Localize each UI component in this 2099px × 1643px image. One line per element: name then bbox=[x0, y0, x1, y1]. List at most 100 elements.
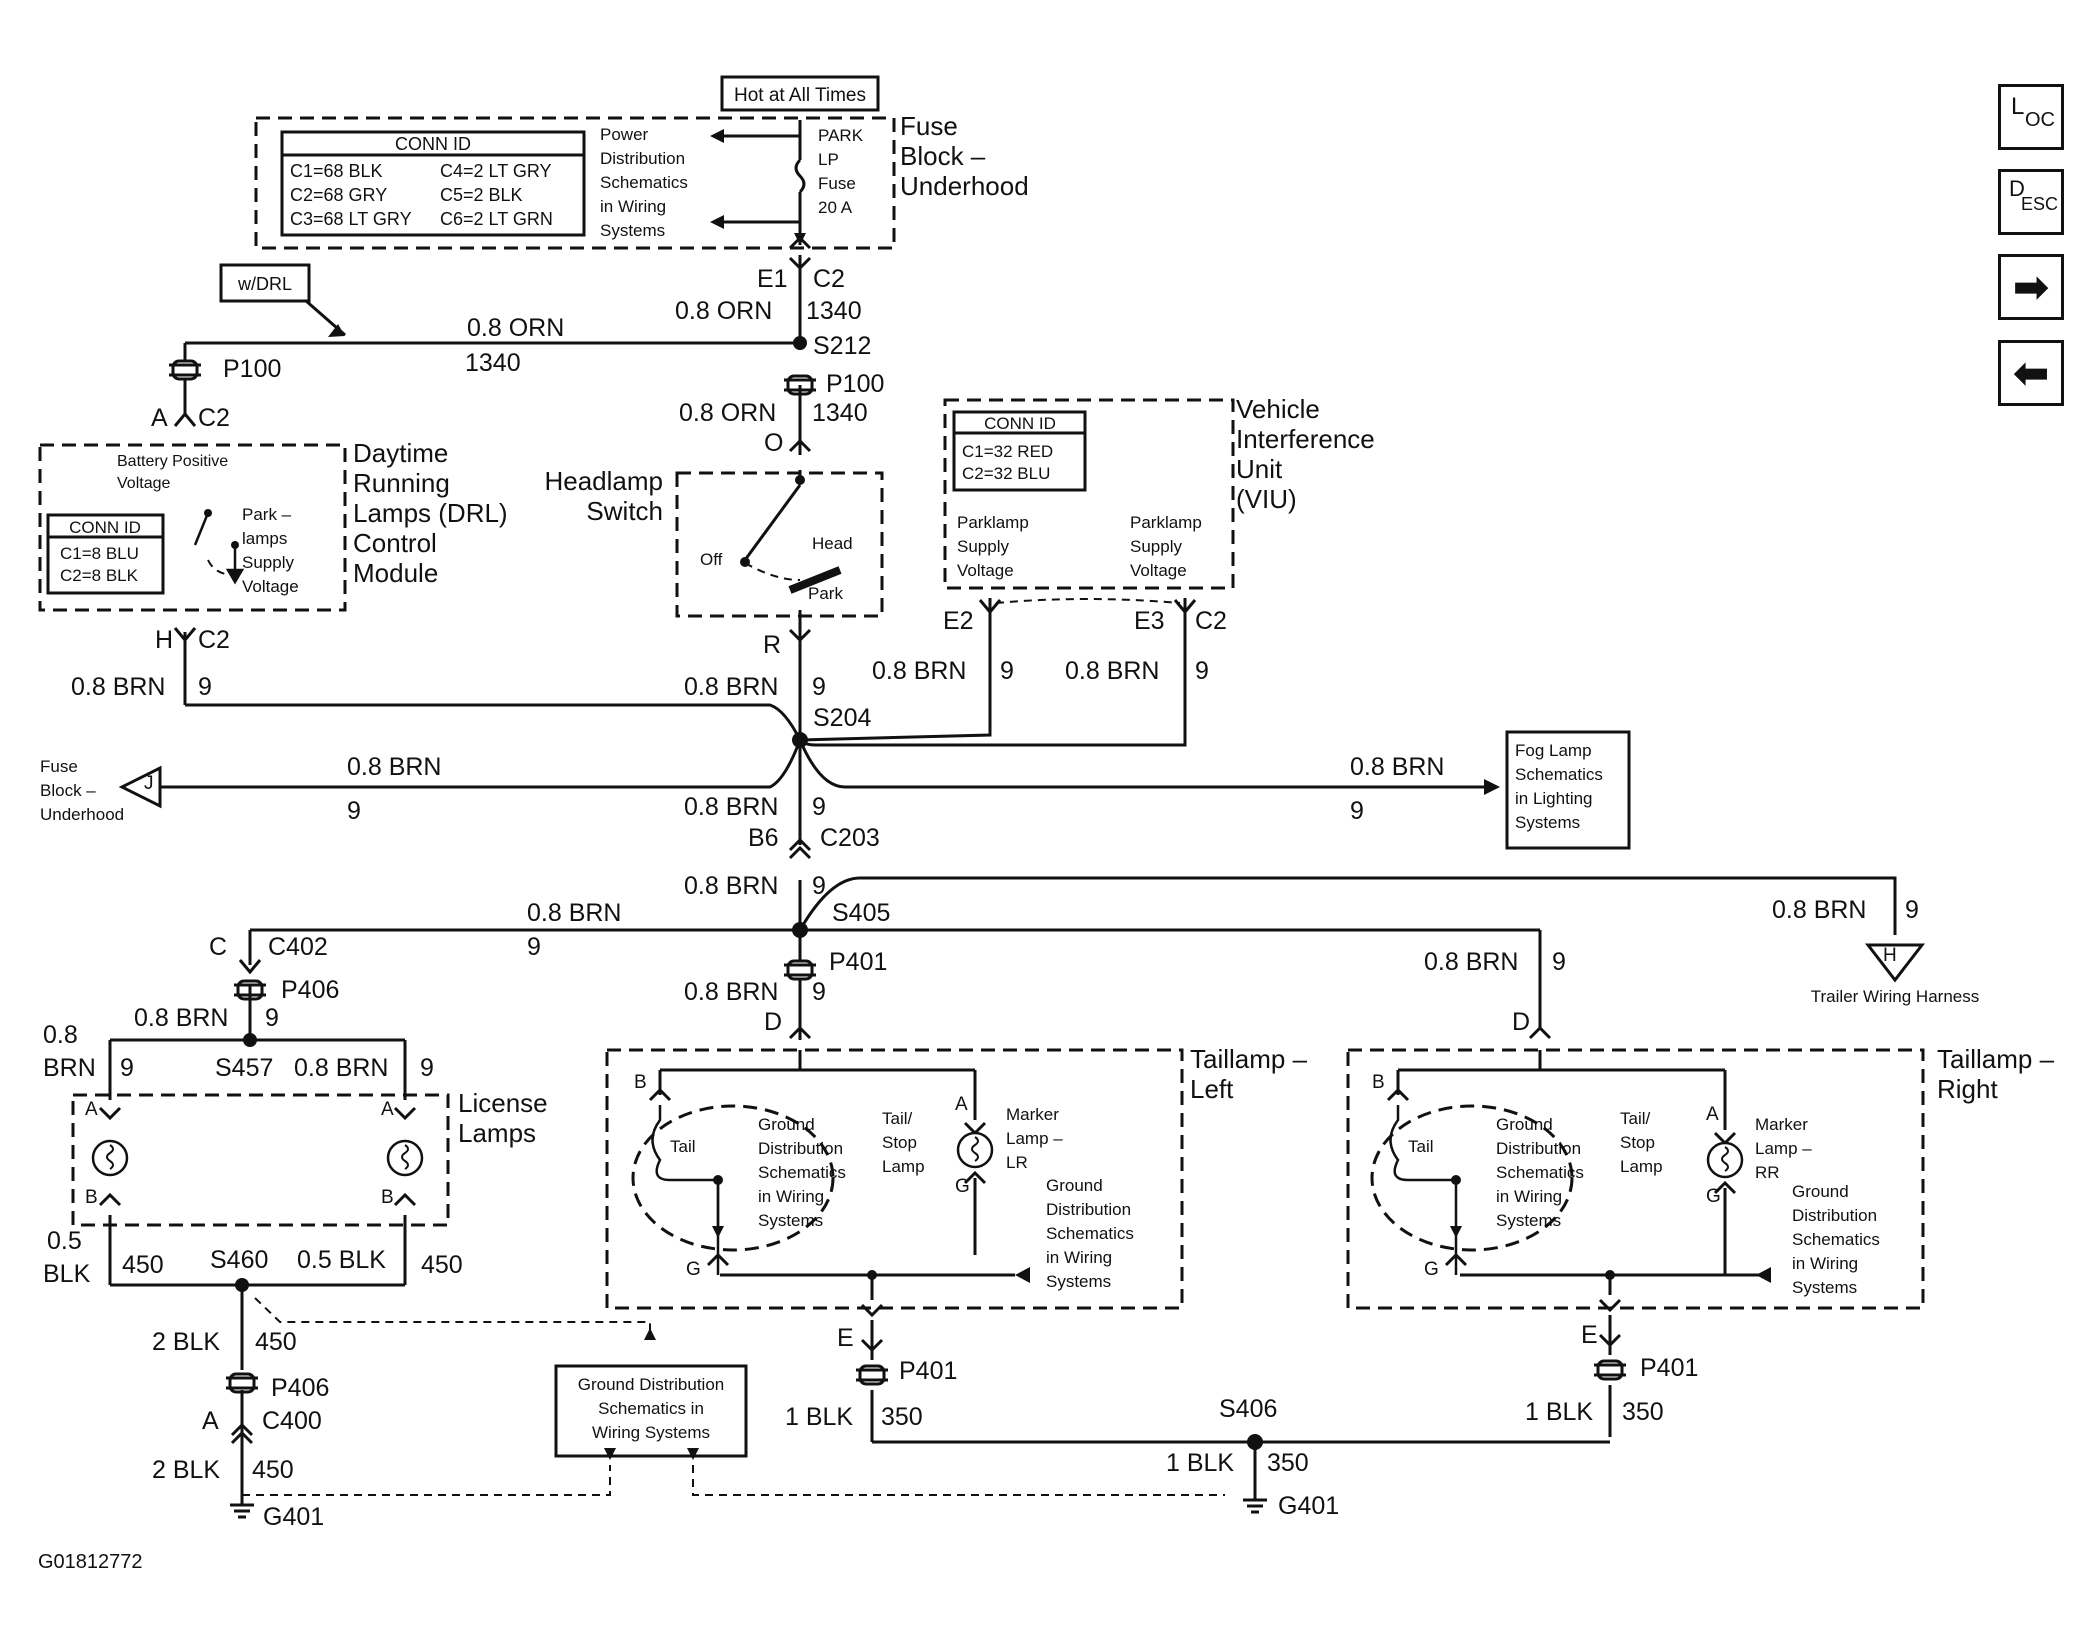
wire-label: 450 bbox=[252, 1456, 294, 1484]
wire-label: 0.8 BRN bbox=[347, 753, 441, 781]
previous-button[interactable]: ⬅ bbox=[1998, 340, 2064, 406]
conn-id-cell: C2=32 BLU bbox=[962, 464, 1050, 483]
wire-label: 9 bbox=[347, 797, 361, 825]
wire-label: S212 bbox=[813, 332, 871, 360]
ground-distribution-label: Distribution bbox=[1496, 1139, 1581, 1158]
drl-module-title: Daytime bbox=[353, 438, 448, 468]
wire-label: 0.8 ORN bbox=[467, 314, 564, 342]
wire-label: 1 BLK bbox=[785, 1403, 853, 1431]
ground-distribution-label: in Wiring bbox=[758, 1187, 824, 1206]
park-lp-fuse-label: 20 A bbox=[818, 198, 853, 217]
tail-stop-lamp-label: Lamp bbox=[882, 1157, 925, 1176]
wire-label: 0.8 BRN bbox=[527, 899, 621, 927]
wire-label: 9 bbox=[812, 673, 826, 701]
pin-label: B bbox=[85, 1187, 98, 1208]
wire-label: 0.8 ORN bbox=[675, 297, 772, 325]
wire-label: E bbox=[1581, 1321, 1598, 1349]
park-lamps-supply-label: lamps bbox=[242, 529, 287, 548]
wire-label: 350 bbox=[1267, 1449, 1309, 1477]
wire-label: C2 bbox=[198, 404, 230, 432]
pin-label: A bbox=[955, 1094, 968, 1115]
w-drl-tag: w/DRL bbox=[237, 274, 292, 294]
conn-id-header: CONN ID bbox=[69, 518, 141, 537]
ground-distribution-box: Wiring Systems bbox=[592, 1423, 710, 1442]
viu-title: Unit bbox=[1236, 454, 1283, 484]
figure-id: G01812772 bbox=[38, 1551, 143, 1573]
wire-label: 9 bbox=[1905, 896, 1919, 924]
wire-label: 0.8 bbox=[43, 1021, 78, 1049]
wire-label: 0.8 BRN bbox=[1424, 948, 1518, 976]
park-lp-fuse-label: Fuse bbox=[818, 174, 856, 193]
wire-label: O bbox=[764, 429, 783, 457]
lamp-bulbs bbox=[91, 1131, 1744, 1179]
switch-head-label: Head bbox=[812, 534, 853, 553]
pin-label: H bbox=[1883, 945, 1897, 966]
fog-lamp-ref: in Lighting bbox=[1515, 789, 1593, 808]
power-distribution-ref: Schematics bbox=[600, 173, 688, 192]
wire-label: P406 bbox=[271, 1374, 329, 1402]
park-lamps-supply-label: Park – bbox=[242, 505, 292, 524]
wire-label: E2 bbox=[943, 607, 974, 635]
parklamp-supply-label: Voltage bbox=[957, 561, 1014, 580]
loc-letter: L bbox=[2011, 93, 2025, 120]
ground-distribution-label: in Wiring bbox=[1496, 1187, 1562, 1206]
wire-label: 9 bbox=[1552, 948, 1566, 976]
wire-label: 9 bbox=[812, 872, 826, 900]
wire-label: 0.8 BRN bbox=[872, 657, 966, 685]
ground-distribution-label: in Wiring bbox=[1792, 1254, 1858, 1273]
wire-label: 9 bbox=[1000, 657, 1014, 685]
wire-label: S406 bbox=[1219, 1395, 1277, 1423]
wire-label: 0.8 BRN bbox=[684, 793, 778, 821]
wire-label: P100 bbox=[223, 355, 281, 383]
trailer-wiring-ref: Trailer Wiring Harness bbox=[1811, 987, 1979, 1006]
wire-label: D bbox=[764, 1008, 782, 1036]
headlamp-switch-title: Switch bbox=[586, 496, 663, 526]
conn-id-header: CONN ID bbox=[395, 134, 471, 154]
fuse-block-ref: Underhood bbox=[40, 805, 124, 824]
wire-label: 2 BLK bbox=[152, 1328, 220, 1356]
tail-label: Tail bbox=[1408, 1137, 1434, 1156]
marker-lamp-label: Marker bbox=[1006, 1105, 1059, 1124]
wire-label: 9 bbox=[120, 1054, 134, 1082]
ground-distribution-box: Schematics in bbox=[598, 1399, 704, 1418]
ground-symbols bbox=[230, 1498, 1267, 1519]
wire-label: 9 bbox=[1195, 657, 1209, 685]
wire-label: S204 bbox=[813, 704, 871, 732]
wire-label: 450 bbox=[122, 1251, 164, 1279]
wire-label: 9 bbox=[812, 978, 826, 1006]
location-button[interactable]: L OC bbox=[1998, 84, 2064, 150]
desc-letter: D bbox=[2009, 176, 2025, 201]
next-button[interactable]: ➡ bbox=[1998, 254, 2064, 320]
pin-label: B bbox=[1372, 1072, 1385, 1093]
conn-id-cell: C2=8 BLK bbox=[60, 566, 139, 585]
viu-title: Interference bbox=[1236, 424, 1375, 454]
power-distribution-ref: in Wiring bbox=[600, 197, 666, 216]
wire-label: 0.8 ORN bbox=[679, 399, 776, 427]
taillamp-left-title: Taillamp – bbox=[1190, 1044, 1308, 1074]
conn-id-cell: C1=32 RED bbox=[962, 442, 1053, 461]
wire-label: 450 bbox=[255, 1328, 297, 1356]
pin-label: A bbox=[381, 1099, 394, 1120]
wire-label: 0.8 BRN bbox=[684, 673, 778, 701]
ground-distribution-label: Systems bbox=[1792, 1278, 1857, 1297]
arrows bbox=[328, 129, 1771, 1460]
ground-distribution-label: Schematics bbox=[1046, 1224, 1134, 1243]
pin-label: G bbox=[1706, 1186, 1721, 1207]
description-button[interactable]: D ESC bbox=[1998, 169, 2064, 235]
wire-label: 9 bbox=[527, 933, 541, 961]
wire-label: 0.8 BRN bbox=[684, 978, 778, 1006]
drl-module-title: Lamps (DRL) bbox=[353, 498, 508, 528]
ground-distribution-label: in Wiring bbox=[1046, 1248, 1112, 1267]
taillamp-internal bbox=[651, 1105, 1458, 1275]
ground-distribution-label: Schematics bbox=[1496, 1163, 1584, 1182]
wire-label: S460 bbox=[210, 1246, 268, 1274]
wire-label: 0.8 BRN bbox=[1065, 657, 1159, 685]
viu-title: Vehicle bbox=[1236, 394, 1320, 424]
drl-switch bbox=[193, 512, 245, 585]
pin-label: A bbox=[85, 1099, 98, 1120]
wire-label: C203 bbox=[820, 824, 880, 852]
marker-lamp-label: Lamp – bbox=[1755, 1139, 1812, 1158]
wire-label: P401 bbox=[899, 1357, 957, 1385]
